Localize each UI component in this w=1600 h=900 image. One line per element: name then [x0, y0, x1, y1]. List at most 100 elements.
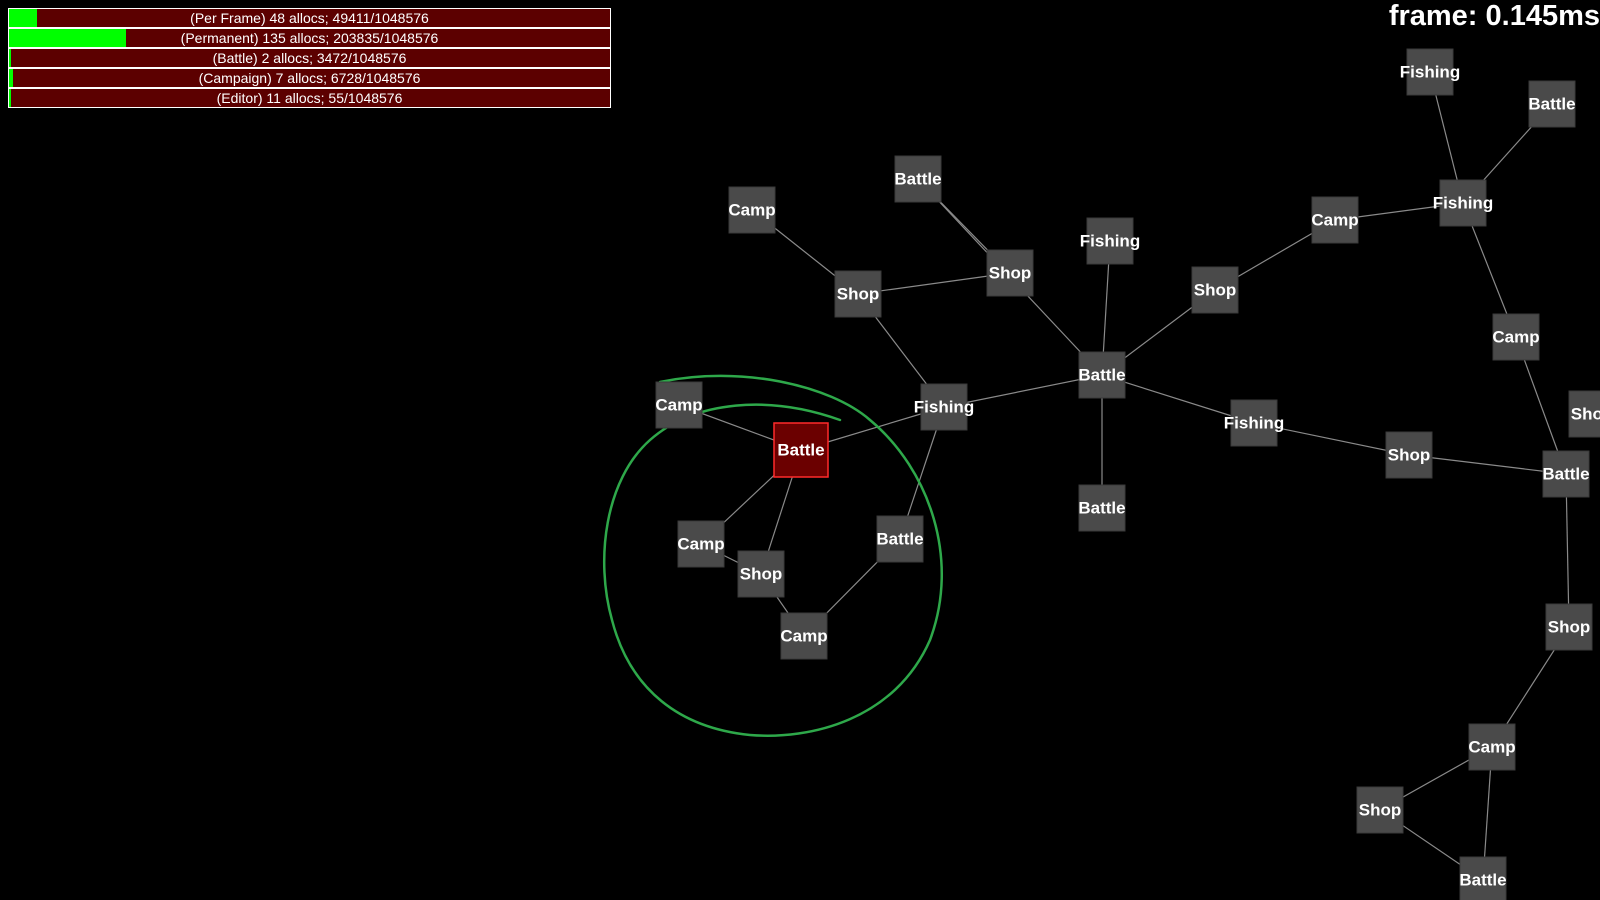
map-edge: [857, 272, 1011, 295]
map-node-fishing[interactable]: Fishing: [1080, 217, 1140, 265]
map-node-box[interactable]: [1191, 266, 1239, 314]
map-node-label: Camp: [677, 535, 724, 554]
map-node-box[interactable]: [1230, 399, 1278, 447]
map-node-battle[interactable]: Battle: [1542, 450, 1590, 498]
map-node-box[interactable]: [1568, 390, 1600, 438]
map-node-label: Fishing: [1224, 414, 1284, 433]
map-node-label: Fishing: [1080, 232, 1140, 251]
map-node-box[interactable]: [1078, 484, 1126, 532]
map-nodes: FishingBattleFishingCampCampBattleShopSh…: [655, 48, 1600, 900]
map-node-box[interactable]: [737, 550, 785, 598]
map-node-label: Fishing: [1400, 63, 1460, 82]
map-node-box[interactable]: [780, 612, 828, 660]
map-node-box[interactable]: [1542, 450, 1590, 498]
map-node-fishing[interactable]: Fishing: [1400, 48, 1460, 96]
map-node-box[interactable]: [1492, 313, 1540, 361]
map-node-camp[interactable]: Camp: [1311, 196, 1359, 244]
map-node-shop[interactable]: Shop: [1385, 431, 1433, 479]
map-node-box[interactable]: [920, 383, 968, 431]
map-edge: [943, 374, 1103, 408]
map-node-label: Shop: [1548, 618, 1591, 637]
map-node-box[interactable]: [655, 381, 703, 429]
map-node-camp[interactable]: Camp: [780, 612, 828, 660]
map-node-box[interactable]: [1459, 856, 1507, 900]
allocator-bar-permanent: (Permanent) 135 allocs; 203835/1048576: [8, 28, 611, 48]
allocator-label: (Permanent) 135 allocs; 203835/1048576: [180, 30, 439, 46]
map-node-label: Camp: [1468, 738, 1515, 757]
map-edge: [1253, 422, 1410, 456]
map-node-box[interactable]: [1078, 351, 1126, 399]
map-node-box[interactable]: [1406, 48, 1454, 96]
allocator-usage-fill: [9, 69, 13, 87]
allocator-label: (Per Frame) 48 allocs; 49411/1048576: [190, 10, 429, 26]
map-node-box[interactable]: [728, 186, 776, 234]
map-node-camp[interactable]: Camp: [1492, 313, 1540, 361]
map-node-label: Camp: [655, 396, 702, 415]
map-node-battle[interactable]: Battle: [876, 515, 924, 563]
map-node-label: Shop: [989, 264, 1032, 283]
map-node-label: Battle: [1078, 366, 1125, 385]
map-node-label: Battle: [1528, 95, 1575, 114]
map-edge: [1101, 374, 1255, 424]
allocator-label: (Battle) 2 allocs; 3472/1048576: [212, 50, 407, 66]
map-node-box[interactable]: [1528, 80, 1576, 128]
map-node-battle[interactable]: Battle: [894, 155, 942, 203]
map-edge: [1408, 454, 1567, 475]
map-node-label: Camp: [1492, 328, 1539, 347]
map-node-box[interactable]: [1356, 786, 1404, 834]
map-node-label: Camp: [780, 627, 827, 646]
map-node-camp[interactable]: Camp: [655, 381, 703, 429]
map-node-box[interactable]: [1086, 217, 1134, 265]
map-edge: [1565, 473, 1570, 628]
map-node-shop[interactable]: Shop: [1191, 266, 1239, 314]
map-node-fishing[interactable]: Fishing: [1433, 179, 1493, 227]
map-node-box[interactable]: [677, 520, 725, 568]
map-node-label: Battle: [777, 441, 824, 460]
map-node-box[interactable]: [986, 249, 1034, 297]
map-node-battle-selected[interactable]: Battle: [773, 422, 829, 478]
map-node-camp[interactable]: Camp: [1468, 723, 1516, 771]
map-node-shop[interactable]: Shop: [834, 270, 882, 318]
allocator-bar-per-frame: (Per Frame) 48 allocs; 49411/1048576: [8, 8, 611, 28]
map-node-label: Camp: [728, 201, 775, 220]
allocator-usage-fill: [9, 89, 12, 107]
map-node-box[interactable]: [1311, 196, 1359, 244]
map-node-label: Shop: [1359, 801, 1402, 820]
map-node-label: Shop: [837, 285, 880, 304]
annotation-circle: [603, 374, 943, 737]
allocator-stats-panel: (Per Frame) 48 allocs; 49411/1048576 (Pe…: [8, 8, 611, 109]
map-node-label: Fishing: [914, 398, 974, 417]
map-node-label: Shop: [740, 565, 783, 584]
map-node-label: Battle: [876, 530, 923, 549]
map-node-label: Fishing: [1433, 194, 1493, 213]
map-node-shop[interactable]: Shop: [986, 249, 1034, 297]
map-node-fishing[interactable]: Fishing: [914, 383, 974, 431]
map-node-battle[interactable]: Battle: [1459, 856, 1507, 900]
map-node-battle[interactable]: Battle: [1078, 484, 1126, 532]
map-node-box[interactable]: [1385, 431, 1433, 479]
allocator-label: (Editor) 11 allocs; 55/1048576: [216, 90, 403, 106]
map-node-box[interactable]: [773, 422, 829, 478]
map-node-camp[interactable]: Camp: [728, 186, 776, 234]
map-node-label: Shop: [1571, 405, 1600, 424]
allocator-bar-campaign: (Campaign) 7 allocs; 6728/1048576: [8, 68, 611, 88]
map-node-shop[interactable]: Shop: [1568, 390, 1600, 438]
map-node-shop[interactable]: Shop: [737, 550, 785, 598]
allocator-bar-editor: (Editor) 11 allocs; 55/1048576: [8, 88, 611, 108]
map-node-battle[interactable]: Battle: [1528, 80, 1576, 128]
map-node-label: Shop: [1194, 281, 1237, 300]
map-node-label: Battle: [1459, 871, 1506, 890]
map-node-box[interactable]: [894, 155, 942, 203]
map-node-shop[interactable]: Shop: [1356, 786, 1404, 834]
map-node-box[interactable]: [1468, 723, 1516, 771]
allocator-bar-battle: (Battle) 2 allocs; 3472/1048576: [8, 48, 611, 68]
map-node-camp[interactable]: Camp: [677, 520, 725, 568]
map-node-box[interactable]: [876, 515, 924, 563]
map-node-box[interactable]: [1439, 179, 1487, 227]
map-node-box[interactable]: [1545, 603, 1593, 651]
map-node-box[interactable]: [834, 270, 882, 318]
map-node-fishing[interactable]: Fishing: [1224, 399, 1284, 447]
map-node-shop[interactable]: Shop: [1545, 603, 1593, 651]
map-node-battle[interactable]: Battle: [1078, 351, 1126, 399]
